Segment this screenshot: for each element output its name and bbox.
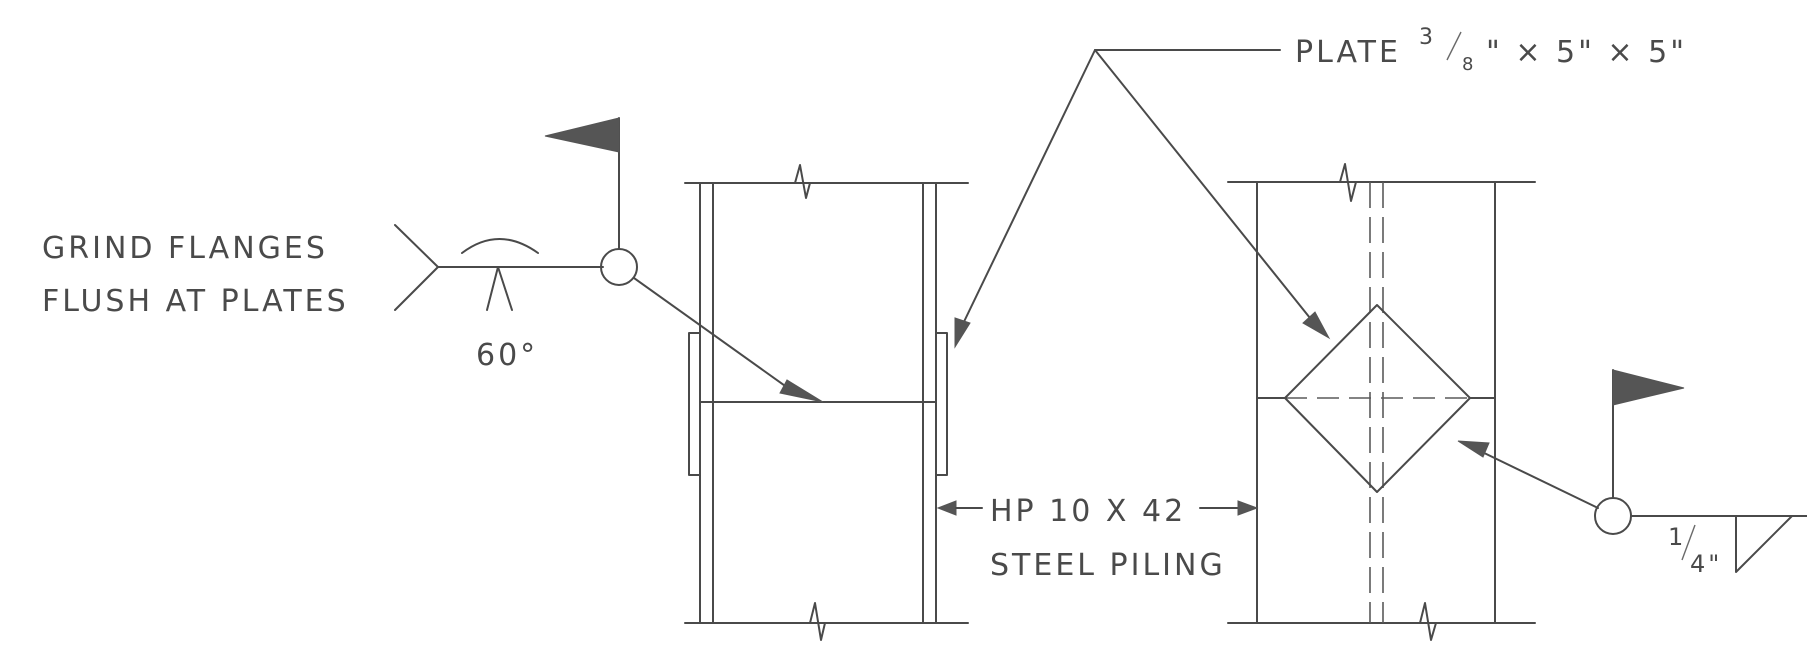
plate-thickness-numerator: 3 [1419, 25, 1436, 50]
plate-leader-arrowhead-icon [1302, 311, 1331, 340]
plate-leader-arrowhead-icon [954, 317, 971, 349]
weld-all-around-circle [1594, 497, 1632, 535]
pile-size-label: HP 10 X 42 [990, 494, 1186, 529]
plate-thickness-denominator: 8 [1462, 54, 1476, 75]
field-weld-flag-icon [1612, 369, 1685, 406]
weld-all-around-circle [600, 248, 638, 286]
plate-callout: PLATE 3 8 " × 5" × 5" [954, 25, 1687, 349]
pile-type-label: STEEL PILING [990, 548, 1226, 583]
weld-leader-arrowhead-icon [1457, 440, 1490, 458]
left-pile [684, 164, 969, 641]
field-weld-flag-icon [544, 117, 620, 153]
leader-arrowhead-icon [779, 379, 824, 403]
groove-angle-label: 60° [476, 338, 538, 373]
weld-size-numerator: 1 [1668, 523, 1686, 551]
pile-size-callout: HP 10 X 42 STEEL PILING [936, 494, 1259, 583]
grind-note-line2: FLUSH AT PLATES [42, 284, 349, 319]
splice-plate-diamond [1284, 304, 1471, 493]
plate-label: PLATE [1295, 35, 1401, 70]
fillet-weld-symbol: 1 4" [1457, 369, 1807, 578]
plate-dimensions: " × 5" × 5" [1486, 35, 1687, 70]
grind-note-line1: GRIND FLANGES [42, 231, 328, 266]
right-pile [1227, 163, 1536, 641]
dimension-arrowhead-icon [936, 500, 957, 516]
dimension-arrowhead-icon [1237, 500, 1259, 516]
weld-size-denominator: 4" [1690, 550, 1722, 578]
grind-flanges-callout: GRIND FLANGES FLUSH AT PLATES 60° [42, 117, 824, 403]
